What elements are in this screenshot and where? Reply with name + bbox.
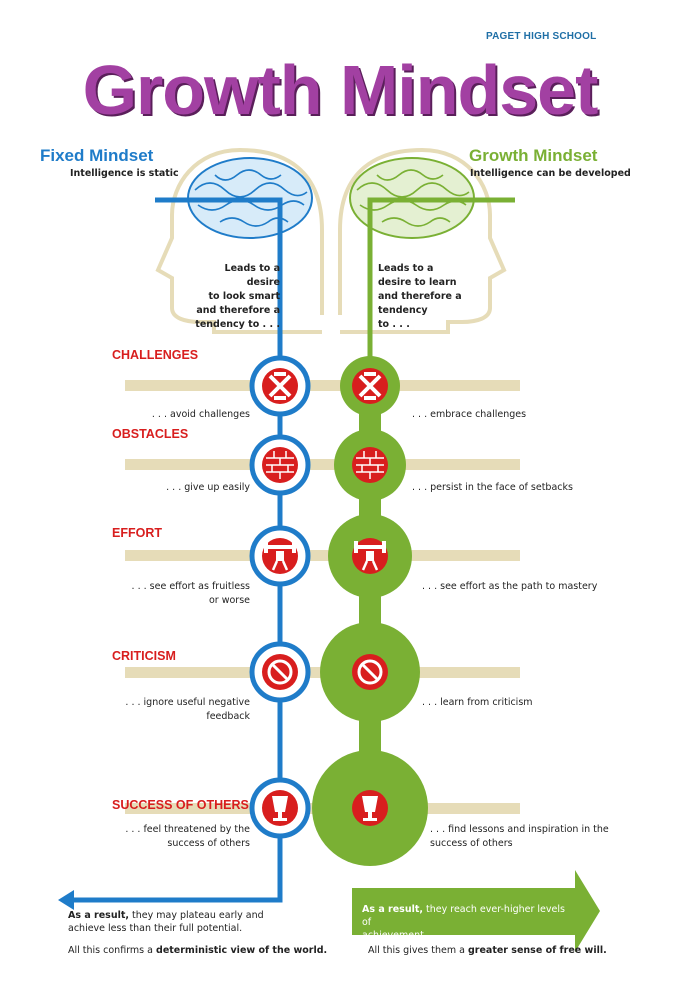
fixed-conclusion-bold: deterministic view of the world. — [156, 945, 328, 956]
fixed-head-text: Leads to a desire to look smart and ther… — [190, 262, 280, 332]
fixed-result-lead: As a result, — [68, 910, 129, 921]
fixed-row-text: . . . ignore useful negative feedback — [88, 696, 250, 724]
brick-wall-icon-fixed — [262, 447, 298, 483]
growth-row-text: . . . persist in the face of setbacks — [412, 481, 652, 495]
growth-result-text: As a result, they reach ever-higher leve… — [362, 903, 572, 942]
trophy-icon-fixed — [262, 790, 298, 826]
fixed-row-line: . . . avoid challenges — [151, 409, 250, 420]
growth-row-text: . . . learn from criticism — [422, 696, 662, 710]
weightlifter-icon-fixed — [262, 538, 298, 574]
growth-row-text: . . . see effort as the path to mastery — [422, 580, 662, 594]
category-label: EFFORT — [112, 526, 162, 540]
growth-mindset-subheading: Intelligence can be developed — [470, 168, 631, 179]
fixed-row-text: . . . feel threatened by the success of … — [88, 823, 250, 851]
growth-result-lead: As a result, — [362, 904, 423, 915]
growth-result-line: they reach ever-higher levels of — [362, 904, 565, 928]
fixed-mindset-subheading: Intelligence is static — [70, 168, 179, 179]
growth-head-line: desire to learn — [378, 277, 457, 288]
fixed-row-line: . . . give up easily — [166, 482, 250, 493]
category-label: OBSTACLES — [112, 427, 189, 441]
trophy-icon-growth — [352, 790, 388, 826]
growth-head-text: Leads to a desire to learn and therefore… — [378, 262, 468, 332]
growth-conclusion: All this gives them a greater sense of f… — [368, 944, 658, 957]
growth-mindset-heading: Growth Mindset — [469, 146, 598, 165]
challenges-icon-growth — [352, 368, 388, 404]
weightlifter-icon-growth — [352, 538, 388, 574]
fixed-head-line: tendency to . . . — [195, 319, 280, 330]
growth-row-line: . . . learn from criticism — [422, 697, 533, 708]
growth-row-text: . . . embrace challenges — [412, 408, 652, 422]
growth-head-line: to . . . — [378, 319, 410, 330]
growth-conclusion-pre: All this gives them a — [368, 945, 465, 956]
page-title: Growth Mindset — [82, 51, 599, 129]
fixed-head-line: to look smart — [208, 291, 280, 302]
fixed-head-outline — [155, 147, 324, 334]
school-name: PAGET HIGH SCHOOL — [486, 31, 597, 42]
fixed-row-text: . . . see effort as fruitless or worse — [88, 580, 250, 608]
fixed-row-line: . . . see effort as fruitless — [131, 581, 250, 592]
fixed-result-text: As a result, they may plateau early and … — [68, 909, 278, 935]
growth-result-line: achievement. — [362, 930, 427, 941]
no-sign-icon-fixed — [262, 654, 298, 690]
fixed-row-text: . . . give up easily — [88, 481, 250, 495]
category-label: SUCCESS OF OTHERS — [112, 798, 249, 812]
fixed-row-line: success of others — [167, 838, 250, 849]
growth-row-line: . . . embrace challenges — [412, 409, 527, 420]
fixed-result-line: achieve less than their full potential. — [68, 923, 243, 934]
fixed-arrowhead — [58, 890, 74, 910]
growth-arrow-body — [352, 870, 600, 952]
growth-row-text: . . . find lessons and inspiration in th… — [430, 823, 670, 851]
fixed-row-text: . . . avoid challenges — [88, 408, 250, 422]
growth-head-line: and therefore a — [378, 291, 462, 302]
fixed-result-line: they may plateau early and — [132, 910, 264, 921]
growth-head-line: Leads to a — [378, 263, 434, 274]
brick-wall-icon-growth — [352, 447, 388, 483]
fixed-row-line: or worse — [208, 595, 250, 606]
challenges-icon-fixed — [262, 368, 298, 404]
category-label: CHALLENGES — [112, 348, 199, 362]
fixed-head-line: and therefore a — [196, 305, 280, 316]
growth-row-line: . . . persist in the face of setbacks — [412, 482, 573, 493]
fixed-conclusion-pre: All this confirms a — [68, 945, 153, 956]
fixed-row-line: feedback — [206, 711, 250, 722]
fixed-conclusion: All this confirms a deterministic view o… — [68, 944, 358, 957]
no-sign-icon-growth — [352, 654, 388, 690]
fixed-mindset-heading: Fixed Mindset — [40, 146, 154, 165]
fixed-row-line: . . . ignore useful negative — [125, 697, 250, 708]
category-label: CRITICISM — [112, 649, 176, 663]
growth-row-line: success of others — [430, 838, 513, 849]
growth-head-line: tendency — [378, 305, 428, 316]
fixed-row-line: . . . feel threatened by the — [125, 824, 250, 835]
growth-row-line: . . . see effort as the path to mastery — [422, 581, 598, 592]
growth-line — [367, 197, 515, 360]
growth-row-line: . . . find lessons and inspiration in th… — [430, 824, 609, 835]
growth-conclusion-bold: greater sense of free will. — [467, 945, 607, 956]
fixed-head-line: Leads to a desire — [224, 263, 280, 288]
growth-head-outline — [338, 147, 507, 334]
